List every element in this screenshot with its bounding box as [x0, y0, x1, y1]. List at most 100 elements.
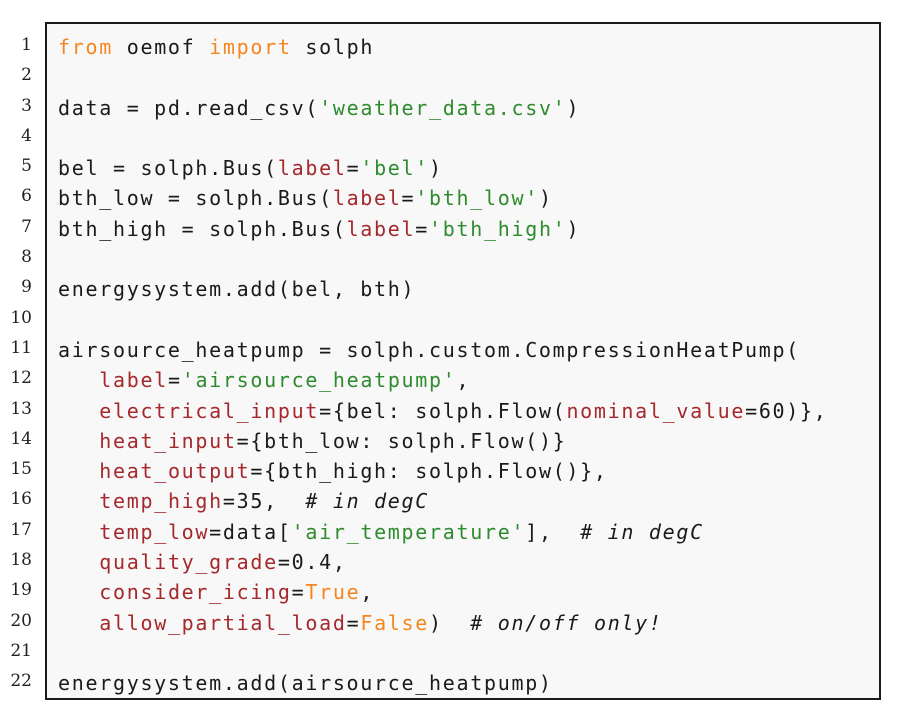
code-token-param: heat_input — [99, 428, 237, 453]
code-line — [58, 305, 869, 335]
code-token-plain: , — [360, 580, 375, 605]
line-number: 7 — [21, 216, 32, 237]
code-token-plain — [58, 399, 99, 423]
code-token-plain — [58, 611, 99, 635]
code-token-plain: ) — [566, 216, 581, 241]
line-number: 19 — [10, 580, 32, 601]
code-token-param: quality_grade — [99, 550, 278, 575]
code-token-plain — [58, 368, 99, 392]
code-token-plain — [58, 520, 99, 544]
code-line: bel = solph.Bus(label='bel') — [58, 153, 869, 183]
line-number: 21 — [10, 640, 32, 661]
code-token-keyword: True — [305, 580, 361, 605]
code-line: temp_low=data['air_temperature'], # in d… — [58, 517, 869, 547]
line-number: 16 — [10, 489, 32, 510]
line-number: 12 — [10, 368, 32, 389]
code-token-string: 'bth_low' — [415, 186, 539, 211]
code-token-comment: # in degC — [580, 519, 704, 544]
code-token-plain: bth_high = solph.Bus( — [58, 216, 347, 241]
code-line — [58, 244, 869, 274]
line-number: 9 — [21, 277, 32, 298]
line-number: 5 — [21, 156, 32, 177]
code-token-plain: ], — [525, 519, 581, 544]
line-number: 8 — [21, 247, 32, 268]
code-line: heat_output={bth_high: solph.Flow()}, — [58, 456, 869, 486]
code-token-plain: ={bth_low: solph.Flow()} — [236, 428, 567, 453]
code-line: temp_high=35, # in degC — [58, 486, 869, 516]
code-token-plain: energysystem.add(airsource_heatpump) — [58, 671, 553, 696]
code-token-param: label — [332, 186, 402, 211]
code-token-plain: =data[ — [209, 519, 292, 544]
code-token-string: 'bel' — [360, 156, 430, 181]
line-number: 2 — [21, 65, 32, 86]
line-number: 14 — [10, 428, 32, 449]
code-token-param: label — [277, 156, 347, 181]
code-token-keyword: False — [360, 610, 430, 635]
code-token-plain: energysystem.add(bel, bth) — [58, 277, 416, 302]
line-number: 20 — [10, 610, 32, 631]
code-token-plain: , — [456, 368, 471, 393]
line-number: 1 — [21, 35, 32, 55]
code-token-plain: ={bth_high: solph.Flow()}, — [250, 459, 608, 484]
code-token-plain: solph — [291, 35, 375, 59]
line-number: 18 — [10, 550, 32, 571]
code-token-param: heat_output — [99, 459, 251, 484]
code-token-plain: ) — [566, 95, 581, 120]
code-line: consider_icing=True, — [58, 577, 869, 607]
code-token-string: 'airsource_heatpump' — [181, 368, 457, 393]
code-token-string: 'bth_high' — [429, 216, 567, 241]
code-token-plain — [58, 489, 99, 513]
code-line: label='airsource_heatpump', — [58, 365, 869, 395]
code-token-param: nominal_value — [566, 398, 746, 423]
code-token-plain — [58, 580, 99, 604]
code-line: bth_low = solph.Bus(label='bth_low') — [58, 183, 869, 213]
code-token-plain: =35, — [222, 489, 306, 514]
code-line: energysystem.add(airsource_heatpump) — [58, 668, 869, 698]
code-token-plain: oemof — [112, 35, 210, 59]
code-line: quality_grade=0.4, — [58, 547, 869, 577]
code-token-plain: airsource_heatpump = solph.custom.Compre… — [58, 337, 801, 362]
code-line: bth_high = solph.Bus(label='bth_high') — [58, 214, 869, 244]
code-token-plain: ) — [429, 610, 471, 635]
code-token-plain: ) — [538, 186, 553, 211]
code-token-param: temp_low — [99, 519, 210, 544]
code-frame: from oemof import solph data = pd.read_cs… — [45, 22, 881, 700]
line-number: 11 — [10, 337, 32, 358]
code-token-param: allow_partial_load — [99, 610, 347, 635]
code-line: heat_input={bth_low: solph.Flow()} — [58, 426, 869, 456]
line-number: 10 — [10, 307, 32, 328]
code-line — [58, 123, 869, 153]
code-token-plain: ={bel: solph.Flow( — [319, 398, 567, 423]
code-line: electrical_input={bel: solph.Flow(nomina… — [58, 396, 869, 426]
code-token-plain: bel = solph.Bus( — [58, 156, 278, 181]
code-token-plain: = — [415, 216, 430, 241]
code-line: allow_partial_load=False) # on/off only! — [58, 608, 869, 638]
line-number: 15 — [10, 459, 32, 480]
code-token-param: label — [346, 216, 416, 241]
code-token-plain: = — [346, 610, 361, 635]
code-token-comment: # on/off only! — [470, 610, 663, 635]
code-token-plain: = — [346, 156, 361, 181]
code-token-plain — [58, 459, 99, 483]
line-number: 6 — [21, 186, 32, 207]
code-line — [58, 62, 869, 92]
code-token-string: 'weather_data.csv' — [319, 95, 567, 120]
code-token-plain — [58, 429, 99, 453]
code-token-comment: # in degC — [305, 489, 430, 514]
code-token-plain — [58, 550, 99, 574]
code-line: energysystem.add(bel, bth) — [58, 274, 869, 304]
line-number: 4 — [21, 125, 32, 146]
code-line: from oemof import solph — [58, 32, 869, 62]
code-token-keyword: import — [209, 35, 292, 59]
code-token-plain: =0.4, — [277, 550, 347, 575]
code-token-plain: = — [291, 580, 306, 605]
code-token-keyword: from — [58, 35, 113, 59]
code-line: airsource_heatpump = solph.custom.Compre… — [58, 335, 869, 365]
code-token-plain: bth_low = solph.Bus( — [58, 186, 333, 211]
code-line — [58, 638, 869, 668]
code-token-plain: ) — [429, 156, 443, 181]
code-token-plain: =60)}, — [745, 398, 828, 423]
code-token-plain: data = pd.read_csv( — [58, 95, 320, 120]
code-line: data = pd.read_csv('weather_data.csv') — [58, 93, 869, 123]
line-number: 3 — [21, 95, 32, 116]
